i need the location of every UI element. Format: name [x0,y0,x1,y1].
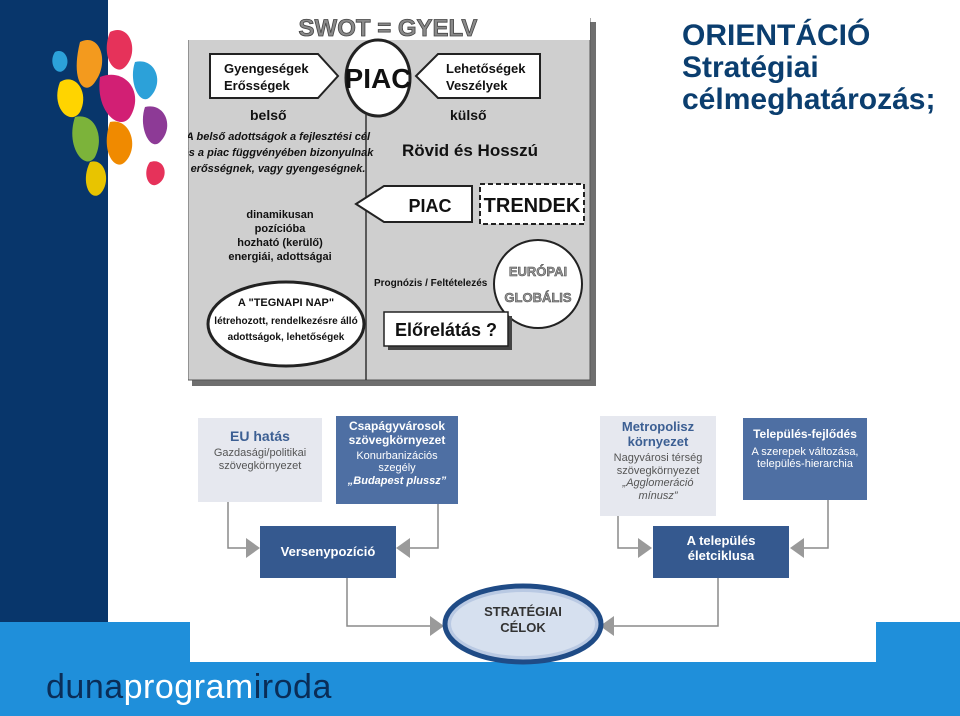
swot-threats-label: Veszélyek [446,78,508,93]
tegnapi-2: létrehozott, rendelkezésre álló [214,316,357,327]
dinamikusan-1: dinamikusan [246,209,314,221]
belso-text-2: és a piac függvényében bizonyulnak [188,147,374,159]
dinamikusan-3: hozható (kerülő) [237,237,323,249]
eu-hatas-title: EU hatás [230,428,290,444]
logo-part-duna: duna [46,668,124,706]
swot-header: SWOT = GYELV [299,18,478,42]
strategiai-line2: CÉLOK [500,620,546,635]
title-line-2: Stratégiai [682,51,819,84]
swot-belso-label: belső [250,107,287,123]
swot-kulso-label: külső [450,107,487,123]
versenypozicio-box: Versenypozíció [260,526,396,578]
strategiai-celok-ellipse: STRATÉGIAI CÉLOK [442,583,604,665]
metro-title-1: Metropolisz [621,419,695,434]
duna-program-iroda-logo: dunaprogramiroda [46,668,332,707]
belso-text-3: erősségnek, vagy gyengeségnek. [191,163,366,175]
swot-weaknesses-label: Gyengeségek [224,61,309,76]
rovid-hosszu: Rövid és Hosszú [402,141,538,160]
eu-hatas-sub2: szövegkörnyezet [218,459,302,472]
left-navy-bar [0,0,108,716]
swot-opportunities-label: Lehetőségek [446,61,526,76]
telep-sub1: A szerepek változása, [751,445,859,458]
globalis-label: GLOBÁLIS [504,290,571,305]
metropolisz-box: Metropolisz környezet Nagyvárosi térség … [600,416,716,516]
eletciklus-line1: A település [686,533,756,548]
telep-title: Település-fejlődés [753,427,857,441]
metro-sub3: „Agglomeráció [622,477,694,490]
eu-hatas-sub1: Gazdasági/politikai [213,447,307,460]
tegnapi-1: A "TEGNAPI NAP" [238,297,334,309]
csap-title-1: Csapágyvárosok [348,419,446,433]
swot-piac-center: PIAC [345,63,412,94]
metro-title-2: környezet [627,433,689,449]
swot-diagram: SWOT = GYELV Gyengeségek Erősségek Lehet… [188,18,596,386]
dinamikusan-2: pozícióba [255,223,307,235]
strategiai-line1: STRATÉGIAI [484,604,562,619]
eletciklus-line2: életciklusa [687,547,755,563]
title-line-3: célmeghatározás; [682,83,936,116]
tegnapi-3: adottságok, lehetőségek [228,332,345,343]
csap-title-2: szövegkörnyezet [348,432,446,447]
eletciklus-box: A település életciklusa [653,526,789,578]
logo-part-program: program [123,668,254,706]
csap-sub3: „Budapest plussz” [347,474,447,487]
trendek-label: TRENDEK [484,195,581,217]
versenypozicio-label: Versenypozíció [280,543,376,559]
title-line-1: ORIENTÁCIÓ [682,19,871,52]
telepules-fejlodes-box: Település-fejlődés A szerepek változása,… [743,418,867,500]
csap-sub1: Konurbanizációs [356,449,438,462]
metro-sub1: Nagyvárosi térség [613,451,703,464]
elorelatas-label: Előrelátás ? [395,320,497,340]
europai-label: EURÓPAI [509,264,567,279]
belso-text-1: A belső adottságok a fejlesztési cél [188,131,371,143]
prognozis-label: Prognózis / Feltételezés [374,278,488,289]
colorful-figure-logo [52,30,168,196]
metro-sub4: mínusz” [638,489,678,502]
eu-hatas-box: EU hatás Gazdasági/politikai szövegkörny… [198,418,322,502]
piac-arrow-label: PIAC [408,196,451,216]
metro-sub2: szövegkörnyezet [616,464,700,477]
csapagyvarosok-box: Csapágyvárosok szövegkörnyezet Konurbani… [336,416,458,504]
logo-part-iroda: iroda [253,668,332,706]
dinamikusan-4: energiái, adottságai [228,251,331,263]
page-title: ORIENTÁCIÓ Stratégiai célmeghatározás; [682,20,952,116]
swot-strengths-label: Erősségek [224,78,291,93]
telep-sub2: település-hierarchia [757,458,853,471]
csap-sub2: szegély [378,462,416,475]
